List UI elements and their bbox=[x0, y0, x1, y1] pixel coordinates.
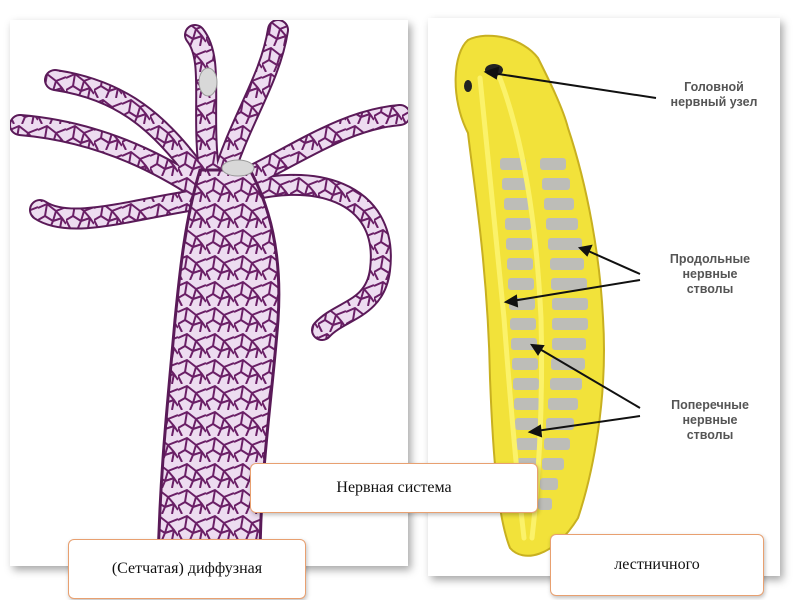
head-ganglion-label: Головной нервный узел bbox=[670, 80, 758, 109]
nervous-system-text: Нервная система bbox=[336, 479, 452, 496]
hydra-panel bbox=[10, 20, 408, 566]
ladder-type-box: лестничного bbox=[550, 534, 764, 596]
longitudinal-cords-label: Продольные нервные стволы bbox=[669, 252, 751, 296]
pointer-lines bbox=[483, 66, 657, 438]
hydra-mouth bbox=[221, 159, 255, 177]
diffuse-type-text: (Сетчатая) диффузная bbox=[111, 560, 263, 577]
hydra-tentacles bbox=[10, 20, 408, 341]
flatworm-segments bbox=[500, 158, 588, 510]
hydra-illustration bbox=[10, 20, 408, 566]
hydra-body bbox=[156, 168, 281, 566]
nervous-system-box: Нервная система bbox=[250, 463, 538, 513]
ladder-type-text: лестничного bbox=[614, 556, 700, 573]
transverse-cords-label: Поперечные нервные стволы bbox=[671, 398, 749, 442]
diffuse-type-box: (Сетчатая) диффузная bbox=[68, 539, 306, 599]
